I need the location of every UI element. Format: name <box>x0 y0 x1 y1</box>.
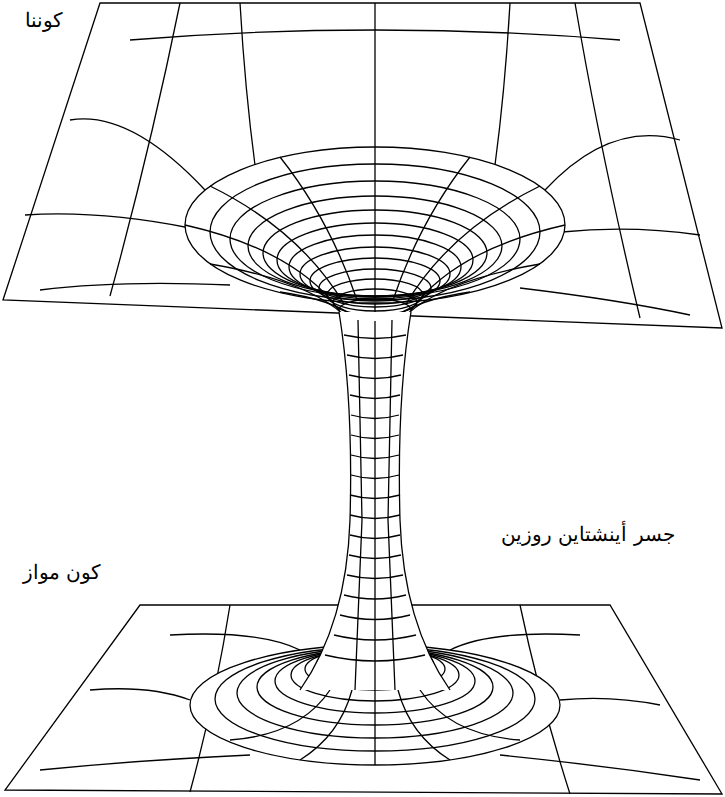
label-text: كون مواز <box>20 560 104 584</box>
top-sheet <box>3 3 722 328</box>
label-text: كوننا <box>22 8 66 32</box>
throat-tube <box>300 312 450 690</box>
top-funnel <box>185 147 565 321</box>
top-grid <box>25 3 700 318</box>
label-text: جسر أينشتاين روزين <box>498 522 678 546</box>
